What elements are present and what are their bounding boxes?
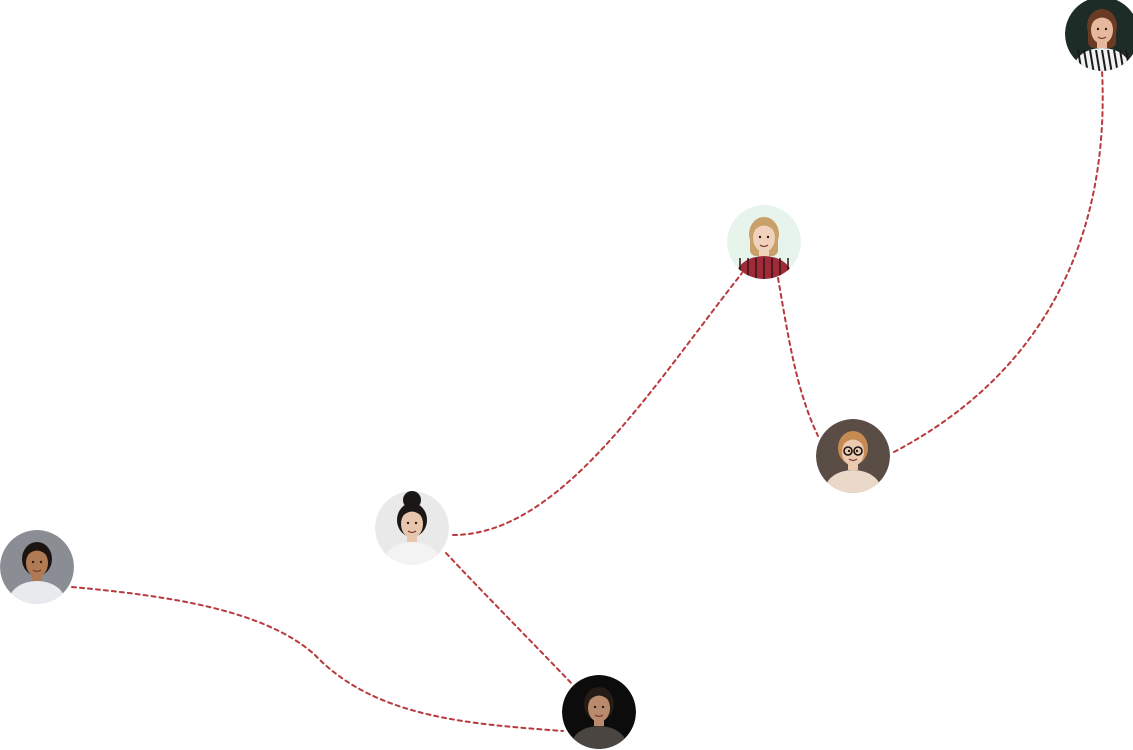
shirt-shape: [9, 581, 65, 604]
shirt-shape: [384, 542, 440, 565]
hair-fringe-shape: [587, 692, 611, 703]
eye-shape: [1104, 27, 1108, 31]
mouth-shape: [407, 530, 417, 534]
connectors-layer: [71, 69, 1104, 732]
eye-shape: [39, 560, 43, 564]
face-shape: [26, 549, 48, 577]
connector-person-glasses-to-woman-striped: [893, 69, 1104, 453]
eye-shape: [414, 521, 418, 525]
mouth-shape: [759, 244, 769, 248]
avatar-woman-plaid[interactable]: [727, 205, 801, 296]
glasses-lens: [843, 446, 853, 456]
hair-fringe-shape: [25, 547, 49, 558]
avatar-man-left[interactable]: [0, 530, 74, 621]
eye-shape: [847, 449, 851, 453]
hair-fringe-shape: [400, 508, 424, 519]
eye-shape: [855, 449, 859, 453]
face-shape: [401, 510, 423, 538]
mouth-shape: [594, 714, 604, 718]
shirt-stripe: [1101, 49, 1107, 71]
mouth-shape: [848, 458, 858, 462]
eye-shape: [1096, 27, 1100, 31]
face-shape: [1091, 16, 1113, 44]
face-shape: [753, 224, 775, 252]
eye-shape: [758, 235, 762, 239]
connector-woman-bun-to-woman-plaid: [452, 272, 743, 536]
shirt-shape: [571, 726, 627, 749]
avatar-person-glasses[interactable]: [816, 419, 890, 510]
face-shape: [842, 438, 864, 466]
hair-bun-shape: [403, 491, 421, 509]
eye-shape: [31, 560, 35, 564]
mouth-shape: [1097, 36, 1107, 40]
hair-fringe-shape: [752, 222, 776, 233]
avatar-woman-striped[interactable]: [1065, 0, 1133, 88]
mouth-shape: [32, 569, 42, 573]
shirt-stripe: [1095, 49, 1101, 71]
eye-shape: [593, 705, 597, 709]
avatar-woman-bun[interactable]: [375, 491, 449, 582]
hair-fringe-shape: [841, 436, 865, 447]
connector-woman-plaid-to-person-glasses: [777, 277, 819, 437]
glasses-lens: [853, 446, 863, 456]
face-shape: [588, 694, 610, 722]
connector-woman-bun-to-man-dark: [445, 552, 574, 686]
avatar-man-dark[interactable]: [562, 675, 636, 750]
eye-shape: [601, 705, 605, 709]
hair-fringe-shape: [1090, 14, 1114, 25]
connector-man-left-to-man-dark: [71, 586, 564, 732]
shirt-shape: [825, 470, 881, 493]
eye-shape: [766, 235, 770, 239]
eye-shape: [406, 521, 410, 525]
